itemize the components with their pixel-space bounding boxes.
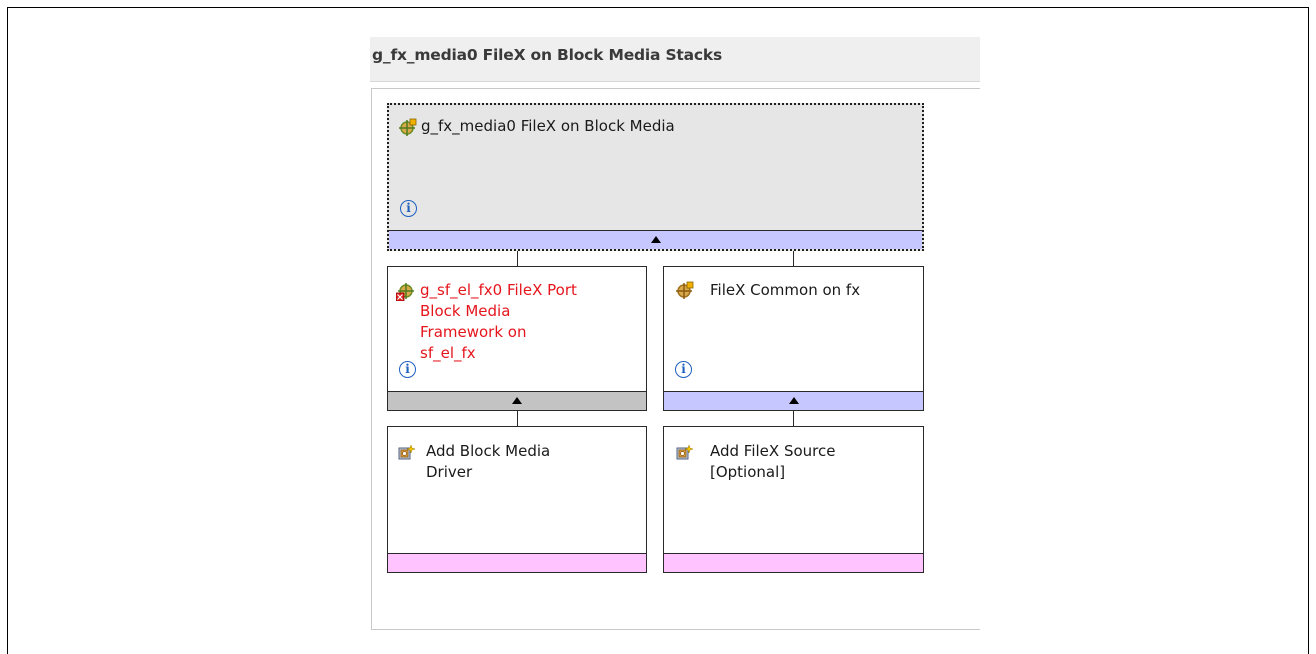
add-module-icon — [676, 444, 694, 460]
connector-top-right — [793, 250, 794, 267]
document-frame — [7, 7, 1309, 654]
add-filex-source-label-line: [Optional] — [710, 463, 786, 481]
panel-title: g_fx_media0 FileX on Block Media Stacks — [372, 46, 723, 64]
module-fx-media0[interactable]: g_fx_media0 FileX on Block Media i — [387, 103, 924, 251]
module-error-icon — [396, 283, 414, 301]
module-sf-el-fx0-bar — [388, 391, 646, 410]
connector-right-down — [793, 410, 794, 427]
add-block-media-driver-bar — [388, 553, 646, 572]
collapse-arrow-icon[interactable] — [512, 397, 522, 404]
module-sf-el-fx0-label-line: Framework on — [420, 323, 527, 341]
collapse-arrow-icon[interactable] — [650, 236, 661, 243]
module-filex-common-bar — [664, 391, 923, 410]
module-gear-icon — [676, 281, 694, 299]
module-fx-media0-bar — [389, 230, 922, 249]
add-block-media-driver-label-line: Add Block Media — [426, 442, 551, 460]
info-icon[interactable]: i — [675, 361, 692, 378]
connector-top-left — [517, 250, 518, 267]
module-sf-el-fx0-label-line: g_sf_el_fx0 FileX Port — [420, 281, 577, 299]
module-sf-el-fx0-label: g_sf_el_fx0 FileX Port Block Media Frame… — [420, 280, 577, 364]
stacks-panel-header — [370, 37, 980, 82]
add-block-media-driver-label: Add Block Media Driver — [426, 441, 550, 483]
module-fx-media0-label: g_fx_media0 FileX on Block Media — [421, 117, 675, 135]
add-block-media-driver-label-line: Driver — [426, 463, 473, 481]
collapse-arrow-icon[interactable] — [788, 397, 799, 404]
info-icon[interactable]: i — [400, 200, 417, 217]
add-module-icon — [398, 444, 416, 460]
module-sf-el-fx0[interactable]: g_sf_el_fx0 FileX Port Block Media Frame… — [387, 266, 647, 411]
add-filex-source-label: Add FileX Source [Optional] — [710, 441, 835, 483]
module-sf-el-fx0-label-line: sf_el_fx — [420, 344, 476, 362]
add-block-media-driver-slot[interactable]: Add Block Media Driver — [387, 426, 647, 573]
connector-left-down — [517, 410, 518, 427]
add-filex-source-bar — [664, 553, 923, 572]
info-icon[interactable]: i — [399, 361, 416, 378]
add-filex-source-label-line: Add FileX Source — [710, 442, 836, 460]
module-gear-icon — [399, 118, 417, 136]
module-sf-el-fx0-label-line: Block Media — [420, 302, 511, 320]
module-filex-common-label: FileX Common on fx — [710, 281, 861, 299]
module-filex-common[interactable]: FileX Common on fx i — [663, 266, 924, 411]
add-filex-source-slot[interactable]: Add FileX Source [Optional] — [663, 426, 924, 573]
